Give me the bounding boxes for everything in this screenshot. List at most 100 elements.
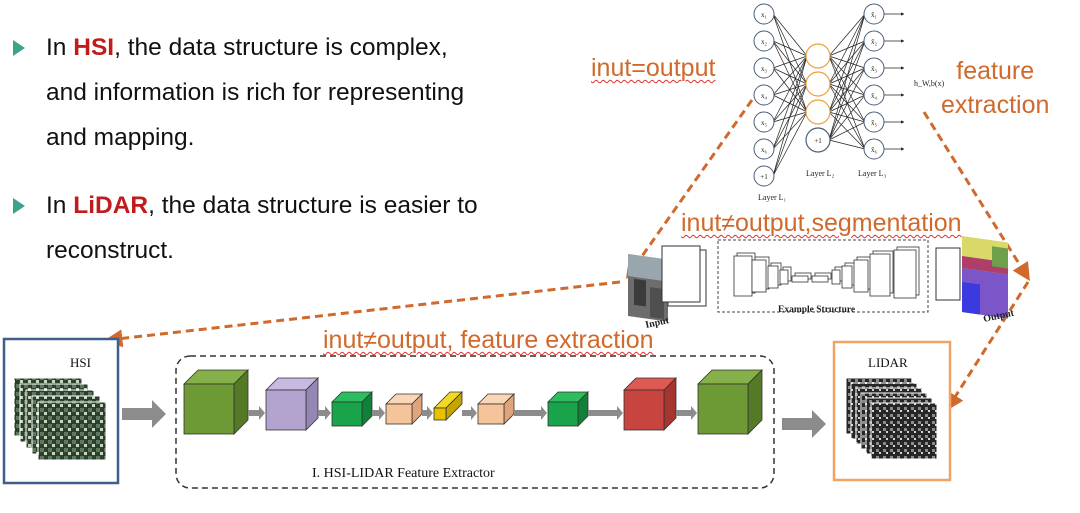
- segnet-output-image: [962, 236, 1008, 319]
- extractor-block: [547, 401, 579, 427]
- ae-input-node: [753, 3, 775, 25]
- extractor-block: [477, 403, 505, 425]
- extractor-blocks: [183, 369, 763, 435]
- ae-output-node: [863, 30, 885, 52]
- extractor-arrow: [318, 410, 325, 416]
- bullet-arrow-icon: [13, 40, 25, 56]
- extractor-arrow: [248, 410, 259, 416]
- extractor-block: [433, 407, 447, 421]
- ae-input-node: [753, 84, 775, 106]
- arrow-output-to-lidar: [946, 281, 1030, 412]
- extractor-dashed-box: [175, 355, 775, 489]
- extractor-arrow-head: [471, 406, 477, 420]
- segnet-structure-box: [717, 239, 929, 313]
- arrow-ae-to-input: [625, 99, 754, 279]
- ae-input-node: [753, 138, 775, 160]
- ae-hidden-bias-label: +1: [814, 137, 822, 145]
- ae-input-node: [753, 111, 775, 133]
- extractor-arrow: [422, 410, 427, 416]
- ae-input-node-label: x₂: [761, 38, 768, 46]
- extractor-arrow: [462, 410, 471, 416]
- ae-output-node-label: x̂₅: [871, 119, 878, 127]
- autoencoder-network: x₁ x₂ x₃ x₄ x₅ x₆ +1 +1 x̂₁ x̂₂ x̂₃ x̂₄ x̂₅ x̂₆: [753, 3, 905, 187]
- stack-layer: [37, 401, 107, 461]
- ae-input-node: [753, 57, 775, 79]
- extractor-caption: I. HSI-LIDAR Feature Extractor: [312, 466, 495, 481]
- ae-input-node-label: x₅: [761, 119, 768, 127]
- extractor-block: [183, 383, 235, 435]
- label-feature-extraction-top: feature extraction: [941, 57, 1050, 119]
- ae-output-node: [863, 138, 885, 160]
- lidar-label: LIDAR: [868, 355, 908, 370]
- segnet-block: [893, 249, 917, 299]
- gray-arrow-out: [782, 410, 826, 438]
- segnet-block: [779, 269, 789, 285]
- ae-output-node-label: x̂₆: [871, 146, 878, 154]
- extractor-arrow-head: [259, 406, 265, 420]
- extractor-arrow: [514, 410, 541, 416]
- label-autoencoder: inut=output: [591, 54, 716, 82]
- segnet-structure-label: Example Structure: [778, 305, 855, 315]
- extractor-arrow-head: [325, 406, 331, 420]
- segnet-block: [811, 275, 829, 283]
- lidar-image-stack: [845, 377, 938, 460]
- extractor-arrow: [676, 410, 691, 416]
- extractor-block: [331, 401, 363, 427]
- bullet-hsi-line2: and information is rich for representing: [46, 79, 465, 106]
- segnet-block: [767, 265, 779, 289]
- arrow-ae-to-output: [922, 111, 1030, 282]
- label-feature-extraction-mid: inut≠output, feature extraction: [323, 326, 654, 354]
- ae-output-node-label: x̂₃: [871, 65, 878, 73]
- ae-hidden-node: [805, 43, 831, 69]
- extractor-arrow-head: [541, 406, 547, 420]
- bullet-arrow-icon: [13, 198, 25, 214]
- ae-input-node-label: x₁: [761, 11, 767, 19]
- gray-arrow-in: [122, 400, 166, 428]
- hsi-label: HSI: [70, 355, 91, 370]
- bullet-lidar-line1: In LiDAR, the data structure is easier t…: [46, 192, 478, 219]
- ae-layer-label-1: Layer L₁: [758, 193, 787, 202]
- extractor-block: [623, 389, 665, 431]
- ae-output-node: [863, 84, 885, 106]
- bullet-lidar-line2: reconstruct.: [46, 237, 174, 264]
- ae-input-node: [753, 30, 775, 52]
- extractor-arrow-head: [691, 406, 697, 420]
- ae-output-node-label: x̂₂: [871, 38, 878, 46]
- ae-output-node: [863, 57, 885, 79]
- ae-input-node-label: x₃: [761, 65, 768, 73]
- bullet-hsi-line1: In HSI, the data structure is complex,: [46, 34, 448, 61]
- ae-output-node-label: x̂₄: [871, 92, 878, 100]
- bullet-hsi-line3: and mapping.: [46, 124, 195, 151]
- ae-input-node-label: x₆: [761, 146, 768, 154]
- lidar-highlight: LiDAR: [73, 192, 149, 219]
- bullet-lidar: In LiDAR, the data structure is easier t…: [13, 183, 566, 273]
- ae-layer-label-3: Layer L₃: [858, 169, 887, 178]
- ae-input-node-label: x₄: [761, 92, 768, 100]
- extractor-arrow-head: [617, 406, 623, 420]
- ae-output-node: [863, 3, 885, 25]
- segnet-block: [733, 255, 753, 297]
- ae-output-node: [863, 111, 885, 133]
- extractor-arrow: [588, 410, 617, 416]
- ae-hidden-node: [805, 99, 831, 125]
- ae-output-node-label: x̂₁: [871, 11, 877, 19]
- segnet-block: [869, 253, 891, 297]
- ae-hidden-node: [805, 71, 831, 97]
- extractor-block: [385, 403, 413, 425]
- segnet-input-label: Input: [644, 315, 670, 331]
- segnet-diagram: Input Example Structure Output: [628, 236, 1016, 331]
- ae-input-node-label: +1: [760, 173, 768, 181]
- ae-output-fn: h_W,b(x): [914, 79, 944, 88]
- ae-layer-label-2: Layer L₂: [806, 169, 835, 178]
- segnet-block: [751, 259, 767, 293]
- extractor-arrow: [372, 410, 379, 416]
- extractor-block: [697, 383, 749, 435]
- extractor-arrow-head: [379, 406, 385, 420]
- hsi-image-stack: [13, 377, 107, 461]
- arrow-input-to-hsi: [104, 280, 621, 348]
- ae-hidden-node: [805, 127, 831, 153]
- extractor-arrow-head: [427, 406, 433, 420]
- label-segmentation: inut≠output,segmentation: [681, 209, 962, 237]
- segnet-block: [831, 269, 841, 285]
